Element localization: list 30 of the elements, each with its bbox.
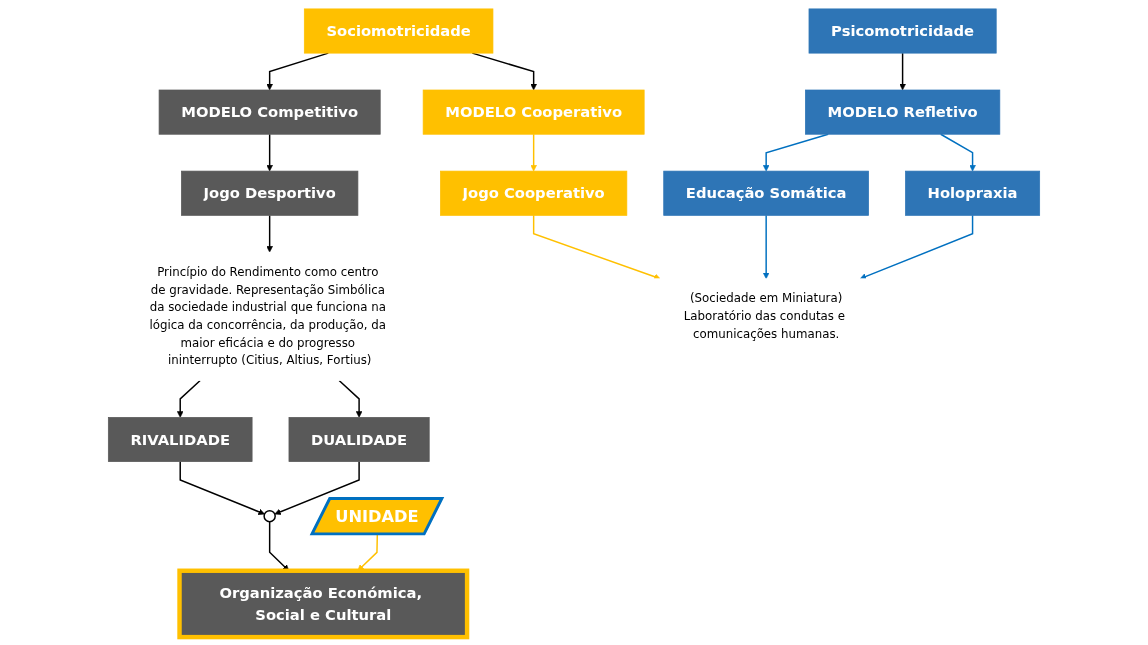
arrow: [532, 214, 661, 280]
arrow: [338, 379, 363, 418]
arrow: [940, 133, 976, 171]
node-box: MODELO Competitivo: [158, 89, 381, 135]
arrow: [762, 133, 829, 171]
node-box: MODELO Refletivo: [805, 89, 1001, 135]
node-text: (Sociedade em Miniatura) Laboratório das condutas e comunicações humanas.: [683, 290, 845, 341]
arrow: [266, 51, 329, 90]
arrow: [266, 133, 273, 171]
arrow: [899, 51, 906, 90]
node-box: Psicomotricidade: [808, 8, 997, 53]
node-box: Jogo Desportivo: [181, 170, 359, 216]
node-box: Organização Económica, Social e Cultural: [177, 568, 470, 639]
arrow: [266, 214, 273, 252]
arrow: [471, 51, 537, 90]
node-box: Jogo Cooperativo: [440, 170, 628, 216]
arrow: [176, 379, 201, 418]
node-box: DUALIDADE: [288, 416, 430, 462]
node-text: Princípio do Rendimento como centro de gravidade. Representação Simbólica da sociedade industrial que funciona na lógica da concorrência, da produção, da maior eficácia e do progresso ininterrupto (Citius, Altius, Fortius): [149, 264, 386, 367]
arrow: [179, 460, 265, 515]
arrow: [859, 214, 974, 280]
node-box: RIVALIDADE: [107, 416, 253, 462]
arrow: [274, 460, 360, 515]
node-circle: [263, 509, 276, 522]
node-box: MODELO Cooperativo: [422, 89, 645, 135]
arrow: [530, 133, 537, 171]
node-box: Sociomotricidade: [303, 8, 494, 53]
arrow: [762, 214, 770, 279]
node-box: Holopraxia: [905, 170, 1041, 216]
node-box: Educação Somática: [663, 170, 869, 216]
